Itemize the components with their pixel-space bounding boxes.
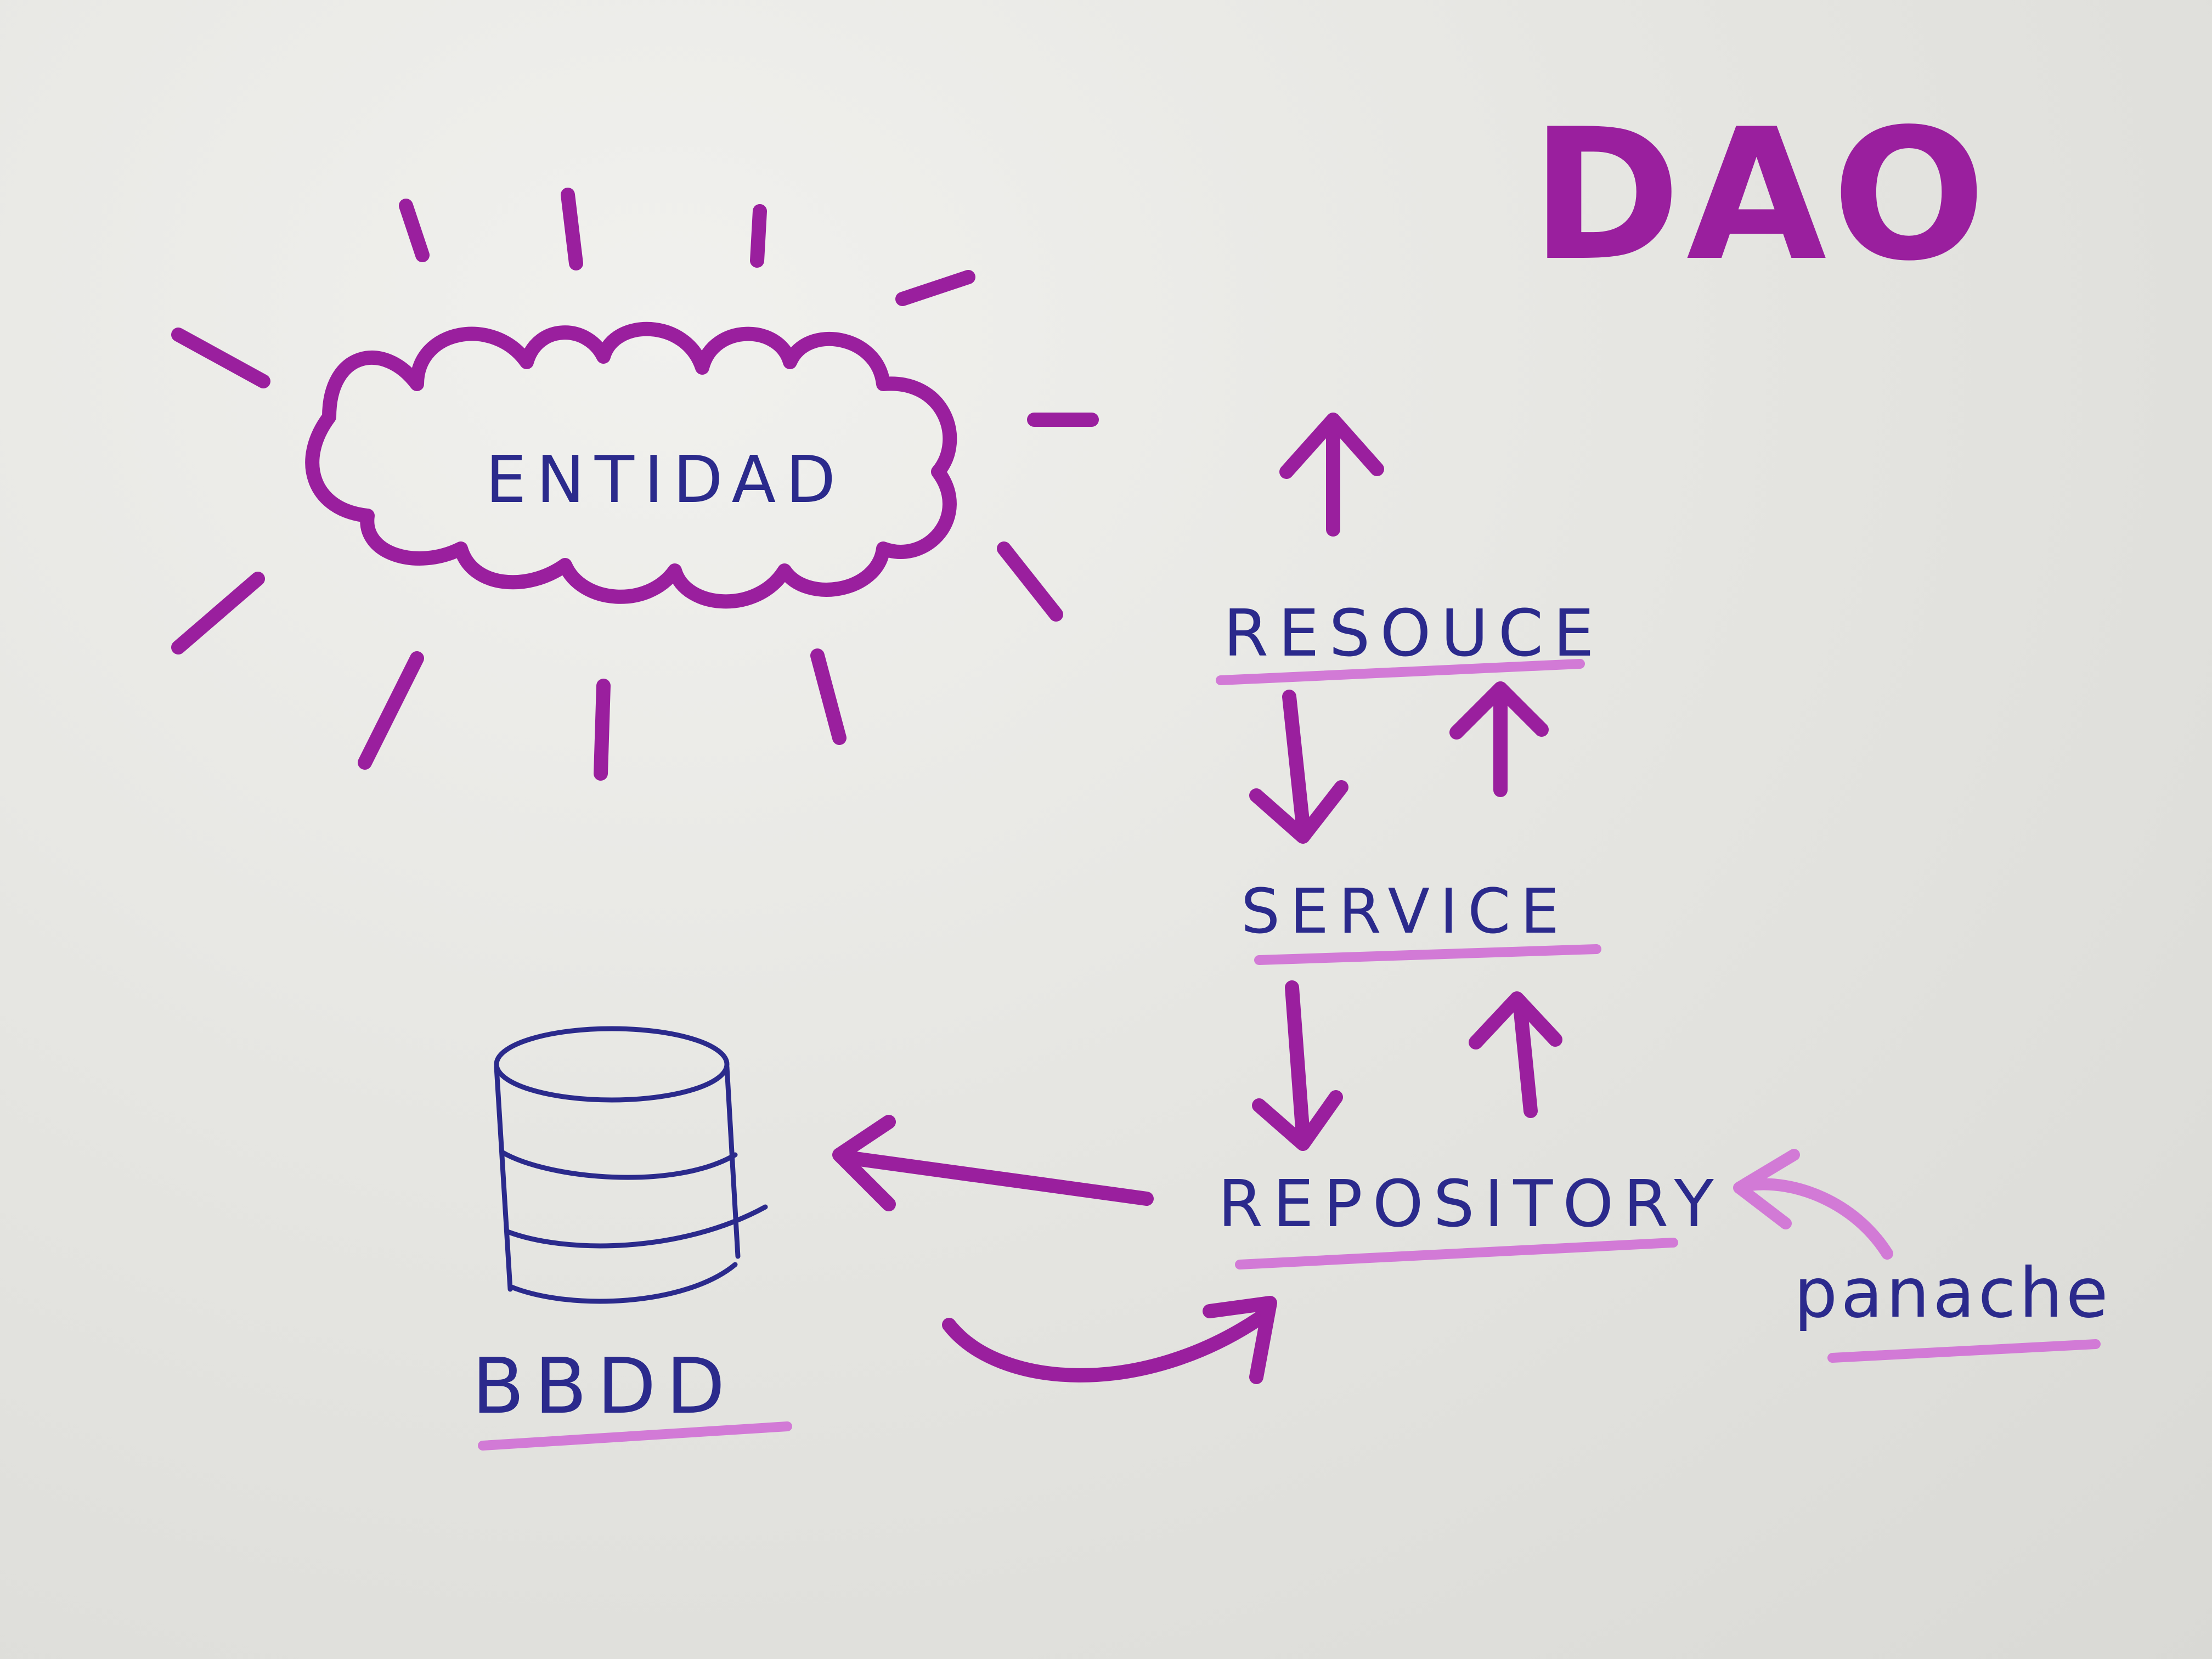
- arrow-repository-to-database: [832, 1115, 1154, 1211]
- service-layer-label: SERVICE: [1241, 876, 1569, 947]
- diagram-title: DAO: [1531, 90, 1991, 301]
- entity-label: ENTIDAD: [486, 442, 845, 517]
- down-arrow-service-repository: [1252, 980, 1343, 1151]
- repository-underline: [1235, 1238, 1678, 1269]
- panache-label: panache: [1794, 1254, 2112, 1333]
- up-arrow-top: [1279, 413, 1384, 537]
- repository-layer-label: REPOSITORY: [1218, 1166, 1724, 1242]
- arrow-panache-to-repository: [1733, 1149, 1893, 1260]
- sun-rays: [171, 188, 1099, 781]
- resource-underline: [1216, 659, 1585, 685]
- up-arrow-service-resource: [1449, 681, 1549, 797]
- database-underline: [478, 1421, 792, 1451]
- down-arrow-resource-service: [1249, 690, 1348, 844]
- arrow-database-to-repository: [942, 1296, 1277, 1384]
- up-arrow-repository-service: [1469, 991, 1562, 1118]
- database-icon: [494, 1026, 768, 1304]
- panache-underline: [1827, 1339, 2101, 1363]
- service-underline: [1254, 944, 1601, 965]
- resource-layer-label: RESOUCE: [1223, 595, 1604, 671]
- database-label: BBDD: [472, 1342, 735, 1431]
- entity-cloud: [305, 321, 957, 609]
